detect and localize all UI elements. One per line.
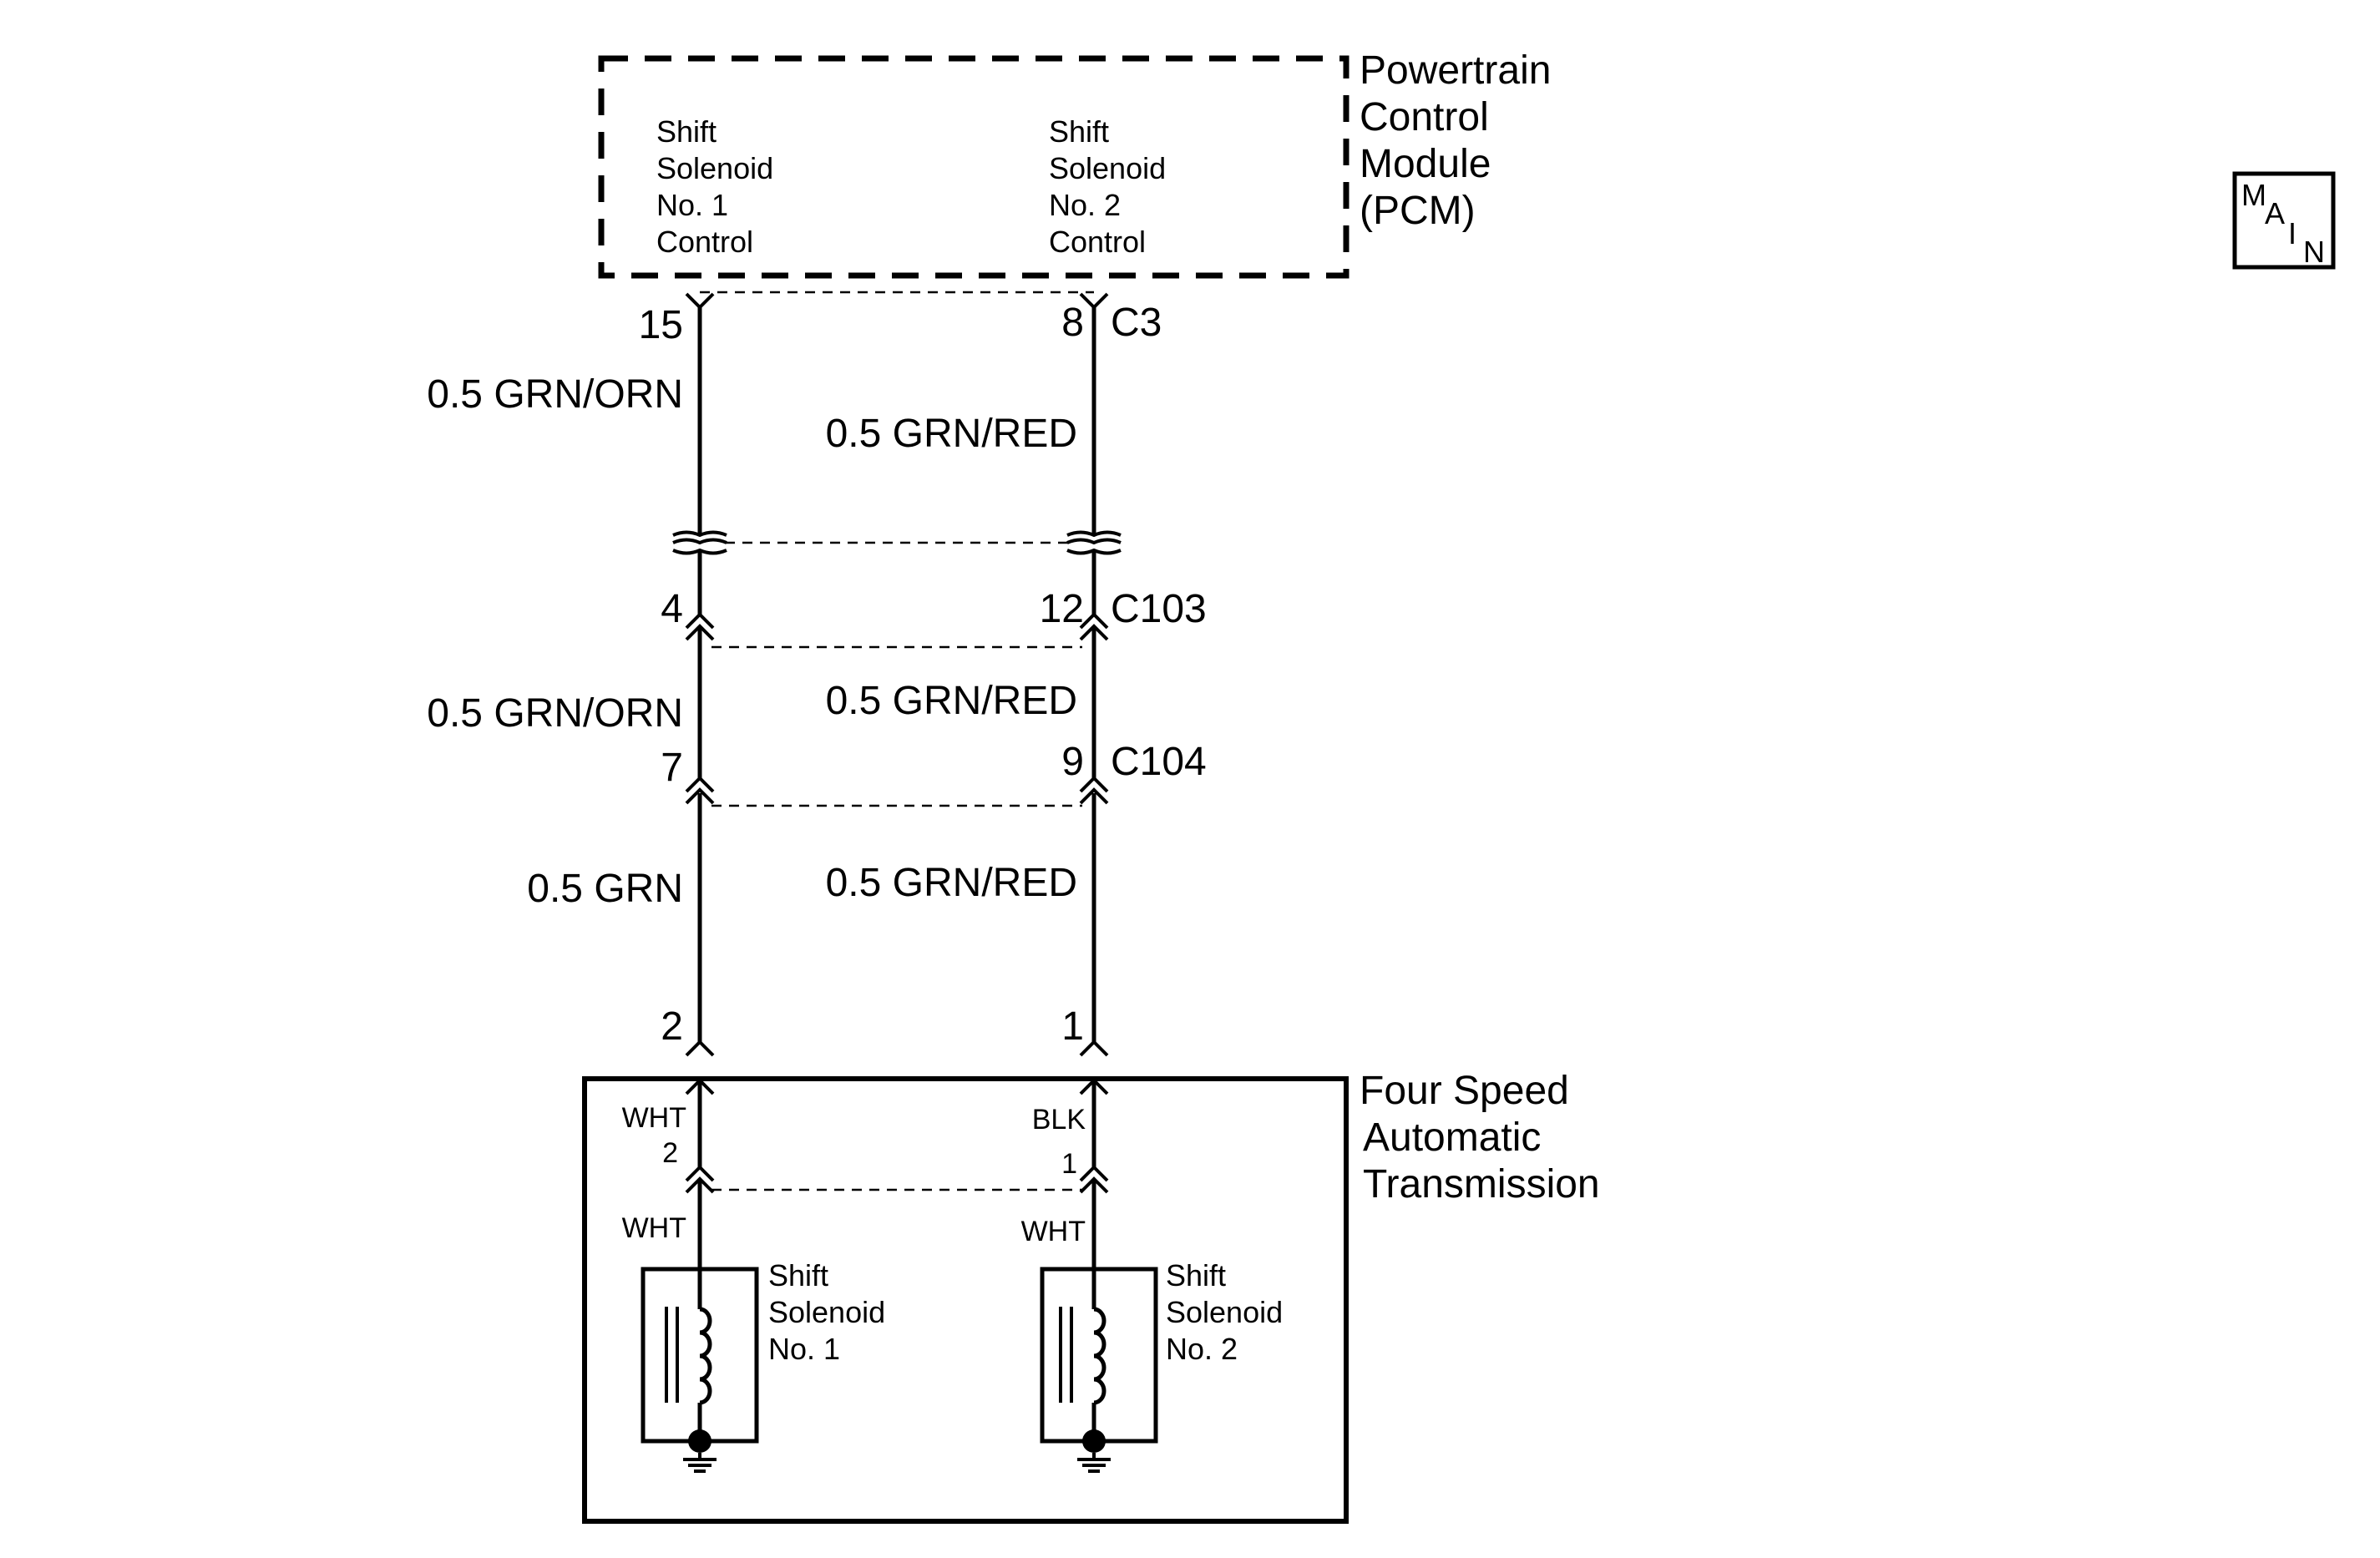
main-badge-outline[interactable] <box>2232 171 2336 270</box>
trans-lead-right-wire: WHT <box>1021 1216 1086 1247</box>
c103-pin-right-lower <box>1079 624 1109 641</box>
pcm-circuit1-line-4: Control <box>656 225 753 259</box>
inline-left-top <box>672 530 727 538</box>
transmission-label-line-3: Transmission <box>1363 1162 1600 1206</box>
c103-pin-right: 12 <box>1040 587 1084 631</box>
transmission-label-line-1: Four Speed <box>1360 1069 1569 1113</box>
main-badge-letter-a: A <box>2265 196 2285 230</box>
solenoid2-ground-junction <box>1082 1429 1106 1453</box>
c3-pin-right-symbol <box>1079 292 1109 310</box>
transmission-connector: 2 1 <box>661 1004 1109 1057</box>
wire-label-lower-right: 0.5 GRN/RED <box>826 861 1077 905</box>
solenoid2-label-line-3: No. 2 <box>1166 1332 1238 1366</box>
pcm-circuit1-line-2: Solenoid <box>656 151 773 185</box>
trans-pin-left: 2 <box>661 1004 683 1049</box>
solenoid2-coil-icon <box>1093 1307 1106 1405</box>
main-badge-letter-i: I <box>2288 216 2296 250</box>
main-badge[interactable]: M A I N <box>2232 171 2336 270</box>
wire-label-lower-left: 0.5 GRN <box>527 867 683 911</box>
trans-pin-left-symbol <box>685 1040 715 1057</box>
solenoid2-label-line-1: Shift <box>1166 1258 1226 1292</box>
solenoid1-label-line-2: Solenoid <box>768 1295 885 1329</box>
c104-pin-right-lower <box>1079 787 1109 805</box>
inline-left-mid <box>672 538 727 545</box>
c103-connector-name: C103 <box>1111 587 1207 631</box>
solenoid1-label-line-3: No. 1 <box>768 1332 840 1366</box>
transmission-label-line-2: Automatic <box>1363 1115 1541 1160</box>
connector-c104: 7 9 C104 <box>661 740 1207 807</box>
connector-c3: 15 8 C3 <box>639 291 1162 347</box>
trans-inner-pin-right-lower <box>1079 1176 1109 1194</box>
trans-lead-left-wire: WHT <box>622 1212 686 1244</box>
wire-label-upper-right: 0.5 GRN/RED <box>826 412 1077 456</box>
transmission-outline <box>582 1076 1349 1524</box>
pcm-module: Powertrain Control Module (PCM) Shift So… <box>598 48 1551 279</box>
c103-pin-left: 4 <box>661 587 683 631</box>
trans-inner-top-left-arrow <box>685 1078 715 1095</box>
c103-pin-left-upper <box>685 612 715 630</box>
trans-inner-pin-right-upper <box>1079 1165 1109 1182</box>
trans-inner-left-wire: WHT <box>622 1102 686 1134</box>
c3-pin-left-symbol <box>685 292 715 310</box>
pcm-circuit1-line-1: Shift <box>656 114 717 149</box>
transmission: Four Speed Automatic Transmission WHT 2 … <box>582 1069 1600 1524</box>
solenoid1-label-line-1: Shift <box>768 1258 828 1292</box>
c3-pin-left: 15 <box>639 303 683 347</box>
pcm-label-line-2: Control <box>1360 95 1489 139</box>
pcm-label-line-3: Module <box>1360 142 1491 186</box>
trans-inner-top-right-arrow <box>1079 1078 1109 1095</box>
wire-label-middle-right: 0.5 GRN/RED <box>826 679 1077 723</box>
solenoid1-coil-icon <box>699 1307 712 1405</box>
c104-pin-left-upper <box>685 776 715 793</box>
inline-right-bottom <box>1066 548 1122 555</box>
shift-solenoid-2: Shift Solenoid No. 2 <box>1040 1258 1283 1473</box>
inline-right-top <box>1066 530 1122 538</box>
main-badge-letter-m: M <box>2241 178 2266 212</box>
pcm-circuit2-line-2: Solenoid <box>1049 151 1166 185</box>
pcm-circuit2-line-4: Control <box>1049 225 1146 259</box>
trans-inner-left-pin: 2 <box>662 1137 678 1169</box>
wire-label-upper-left: 0.5 GRN/ORN <box>427 372 683 417</box>
inline-left-bottom <box>672 548 727 555</box>
inline-connector <box>672 530 1122 555</box>
c3-pin-right: 8 <box>1061 301 1084 345</box>
solenoid1-ground-junction <box>688 1429 711 1453</box>
pcm-circuit2-line-3: No. 2 <box>1049 188 1121 222</box>
trans-pin-right: 1 <box>1061 1004 1084 1049</box>
c104-pin-left-lower <box>685 787 715 805</box>
c3-connector-name: C3 <box>1111 301 1162 345</box>
c103-pin-right-upper <box>1079 612 1109 630</box>
trans-inner-right-wire: BLK <box>1032 1104 1086 1136</box>
pcm-circuit1-line-3: No. 1 <box>656 188 728 222</box>
c104-connector-name: C104 <box>1111 740 1207 784</box>
trans-inner-right-pin: 1 <box>1061 1148 1077 1180</box>
c104-pin-right-upper <box>1079 776 1109 793</box>
shift-solenoid-1: Shift Solenoid No. 1 <box>641 1258 885 1473</box>
connector-c103: 4 12 C103 <box>661 587 1207 649</box>
inline-right-mid <box>1066 538 1122 545</box>
trans-pin-right-symbol <box>1079 1040 1109 1057</box>
trans-inner-pin-left-lower <box>685 1176 715 1194</box>
c104-pin-right: 9 <box>1061 740 1084 784</box>
c104-pin-left: 7 <box>661 746 683 790</box>
main-badge-letter-n: N <box>2303 235 2325 269</box>
wire-label-middle-left: 0.5 GRN/ORN <box>427 691 683 736</box>
c103-pin-left-lower <box>685 624 715 641</box>
pcm-outline <box>598 55 1350 279</box>
solenoid2-label-line-2: Solenoid <box>1166 1295 1283 1329</box>
pcm-label-line-1: Powertrain <box>1360 48 1551 93</box>
trans-inner-pin-left-upper <box>685 1165 715 1182</box>
pcm-label-line-4: (PCM) <box>1360 189 1476 233</box>
pcm-circuit2-line-1: Shift <box>1049 114 1109 149</box>
